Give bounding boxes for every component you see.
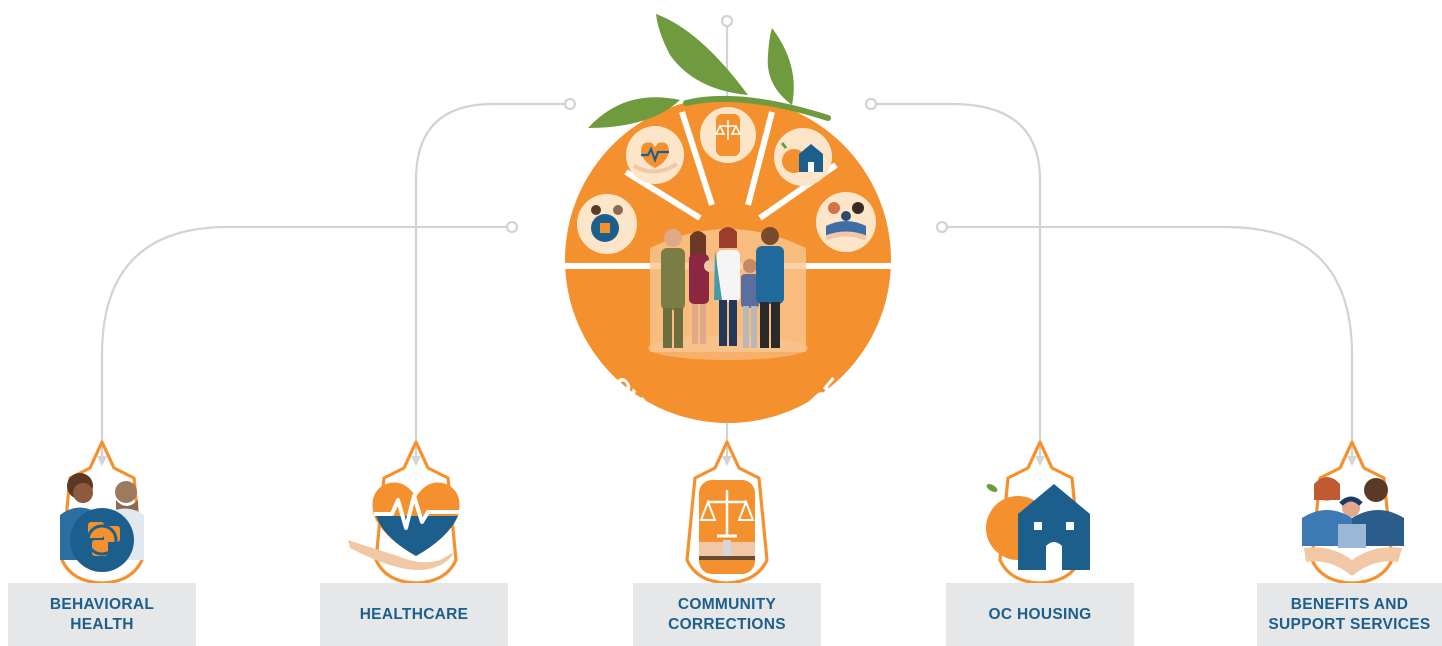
diverse-family-group-illustration [648, 227, 808, 360]
systems-of-care-hub: SYSTEMS OF CARE [565, 14, 891, 454]
connector-benefits [946, 225, 1354, 458]
segment-community-corrections-icon [700, 107, 756, 163]
connector-oc-housing [875, 102, 1042, 458]
oc-housing-label[interactable]: OC HOUSING [946, 583, 1134, 646]
puzzle-people-icon[interactable] [60, 473, 144, 572]
justice-scales-icon[interactable] [699, 480, 755, 574]
benefits-support-label[interactable]: BENEFITS AND SUPPORT SERVICES [1257, 583, 1442, 646]
behavioral-health-label[interactable]: BEHAVIORAL HEALTH [8, 583, 196, 646]
healthcare-label[interactable]: HEALTHCARE [320, 583, 508, 646]
heart-hand-icon[interactable] [348, 482, 460, 571]
family-handshake-icon[interactable] [1302, 477, 1404, 576]
community-corrections-label[interactable]: COMMUNITY CORRECTIONS [633, 583, 821, 646]
segment-oc-housing-icon [774, 128, 832, 186]
segment-benefits-icon [816, 192, 876, 252]
segment-behavioral-health-icon [577, 194, 637, 254]
connector-lines [100, 14, 1354, 458]
connector-arrows [97, 456, 1357, 466]
connector-healthcare [414, 102, 566, 458]
connector-behavioral-health [100, 225, 508, 458]
orange-house-icon[interactable] [985, 482, 1090, 570]
leaf-icon [588, 14, 831, 128]
segment-healthcare-icon [626, 126, 684, 184]
